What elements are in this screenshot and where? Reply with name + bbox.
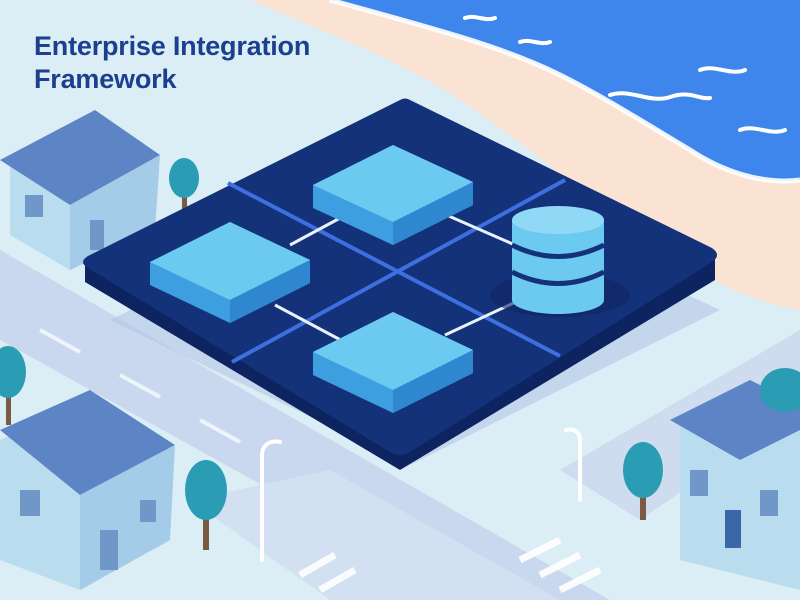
database-icon: [490, 206, 630, 317]
house-icon: [0, 390, 175, 590]
page-title: Enterprise Integration Framework: [34, 30, 394, 96]
road-lower: [190, 470, 560, 600]
crosswalk: [298, 536, 602, 594]
connector: [274, 303, 351, 347]
lane-marks: [39, 328, 241, 444]
module-block-icon: [150, 222, 310, 323]
street-lamp-icon: [564, 427, 582, 502]
module-block-icon: [313, 312, 473, 413]
platform-grid: [227, 178, 566, 364]
waves: [463, 14, 787, 134]
surf-line: [329, 0, 800, 184]
title-line-2: Framework: [34, 64, 177, 94]
sea-water: [330, 0, 800, 181]
house-icon: [0, 110, 160, 270]
tree-icon: [185, 460, 227, 550]
tree-icon: [760, 368, 800, 412]
integration-platform: [83, 98, 717, 470]
tree-icon: [0, 346, 26, 425]
street-lamp-icon: [260, 439, 282, 562]
platform-top: [83, 98, 717, 455]
title-line-1: Enterprise Integration: [34, 31, 311, 61]
tree-icon: [169, 158, 199, 210]
tree-icon: [623, 442, 663, 520]
module-block-icon: [313, 145, 473, 245]
